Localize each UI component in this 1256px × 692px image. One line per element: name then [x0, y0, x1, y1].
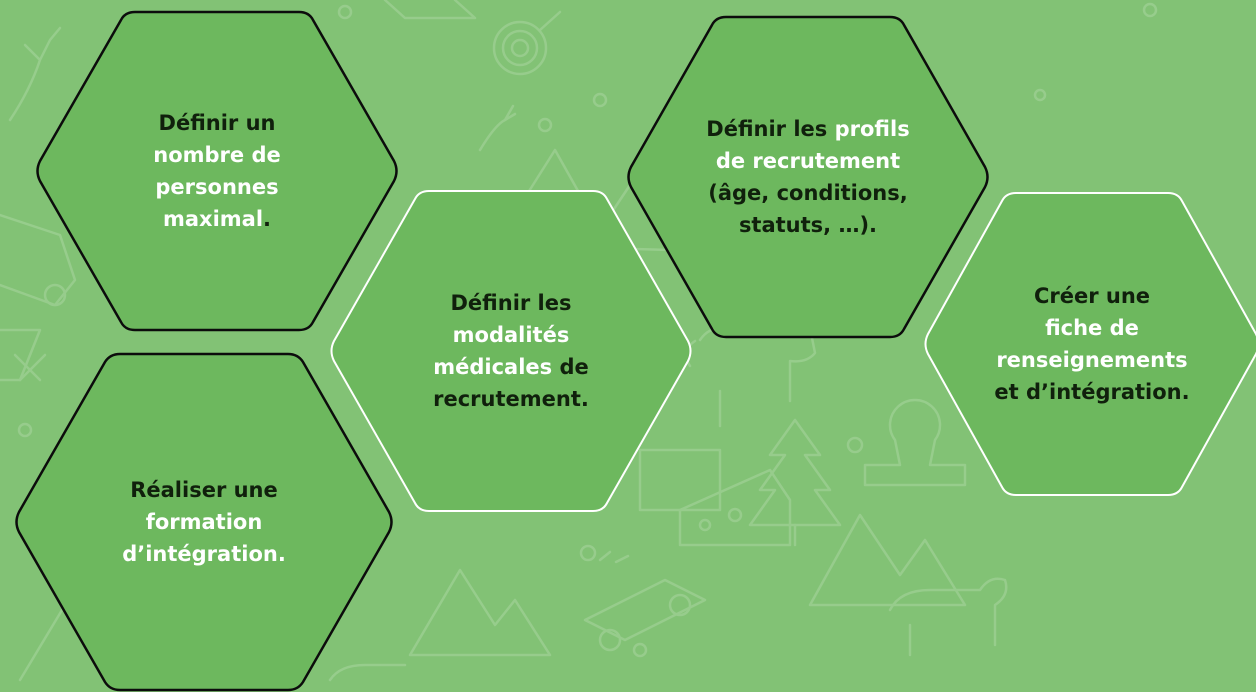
- hexagon-text-line: médicales de: [433, 351, 589, 383]
- highlighted-text: maximal: [162, 207, 264, 231]
- text-segment: Réaliser une: [130, 478, 278, 502]
- hexagon-text-line: fiche de: [1045, 312, 1139, 344]
- hexagon-text-line: Définir les profils: [706, 113, 909, 145]
- fire-truck-icon: [0, 213, 707, 652]
- hexagon-text-line: Définir les: [451, 287, 572, 319]
- hexagon-text-line: Définir un: [159, 107, 276, 139]
- text-segment: et d’intégration.: [994, 380, 1190, 404]
- text-segment: de: [552, 355, 589, 379]
- hexagon-profiles: Définir les profils de recrutement (âge, c…: [625, 15, 991, 339]
- text-segment: statuts, …).: [738, 213, 878, 237]
- highlighted-text: personnes: [155, 175, 279, 199]
- hexagon-text-line: maximal.: [163, 203, 271, 235]
- cheese-icon: [638, 448, 792, 547]
- highlighted-text: médicales: [433, 355, 553, 379]
- bear-icon: [328, 577, 1008, 682]
- hexagon-training: Réaliser une formation d’intégration.: [12, 352, 396, 692]
- hexagon-text: Définir les modalités médicales de recrutem…: [328, 189, 694, 513]
- pine-tree-icon: [748, 418, 842, 547]
- highlighted-text: formation: [145, 510, 263, 534]
- highlighted-text: renseignements: [996, 348, 1188, 372]
- hexagon-text-line: nombre de: [153, 139, 280, 171]
- text-segment: Définir un: [158, 111, 276, 135]
- text-segment: (âge, conditions,: [708, 181, 908, 205]
- hexagon-info-sheet: Créer une fiche de renseignements et d’inté…: [922, 191, 1256, 497]
- highlighted-text: fiche de: [1045, 316, 1139, 340]
- hexagon-text-line: (âge, conditions,: [708, 177, 907, 209]
- highlighted-text: nombre de: [153, 143, 281, 167]
- hexagon-text: Créer une fiche de renseignements et d’inté…: [922, 191, 1256, 497]
- hexagon-shape: [330, 190, 692, 512]
- hexagon-shape: [627, 15, 989, 339]
- text-segment: .: [263, 207, 272, 231]
- highlighted-text: de recrutement: [715, 149, 901, 173]
- hexagon-shape: [924, 192, 1256, 496]
- hexagon-text-line: statuts, …).: [739, 209, 877, 241]
- highlighted-text: modalités: [452, 323, 570, 347]
- hexagon-shape: [36, 10, 398, 332]
- text-segment: recrutement.: [433, 387, 589, 411]
- hexagon-text-line: personnes: [155, 171, 278, 203]
- text-segment: Définir les: [450, 291, 572, 315]
- hexagon-max-people: Définir un nombre de personnes maximal.: [34, 10, 400, 332]
- fire-hose-icon: [492, 10, 562, 76]
- hexagon-text-line: d’intégration.: [122, 538, 286, 570]
- highlighted-text: d’intégration.: [122, 542, 286, 566]
- highlighted-text: profils: [834, 117, 910, 141]
- text-segment: Créer une: [1033, 284, 1151, 308]
- hexagon-text: Réaliser une formation d’intégration.: [12, 352, 396, 692]
- hexagon-text: Définir les profils de recrutement (âge, c…: [625, 15, 991, 339]
- hexagon-text-line: recrutement.: [433, 383, 589, 415]
- hexagon-text: Définir un nombre de personnes maximal.: [34, 10, 400, 332]
- stamp-icon: [863, 398, 967, 487]
- text-segment: Définir les: [706, 117, 835, 141]
- hexagon-text-line: Créer une: [1034, 280, 1150, 312]
- tent-icon: [383, 0, 477, 20]
- deer-icon: [8, 26, 517, 152]
- hexagon-medical: Définir les modalités médicales de recrutem…: [328, 189, 694, 513]
- hexagon-text-line: et d’intégration.: [994, 376, 1189, 408]
- hexagon-text-line: formation: [146, 506, 263, 538]
- hexagon-text-line: Réaliser une: [130, 474, 278, 506]
- hexagon-text-line: de recrutement: [716, 145, 900, 177]
- hexagon-text-line: renseignements: [996, 344, 1187, 376]
- hexagon-text-line: modalités: [453, 319, 570, 351]
